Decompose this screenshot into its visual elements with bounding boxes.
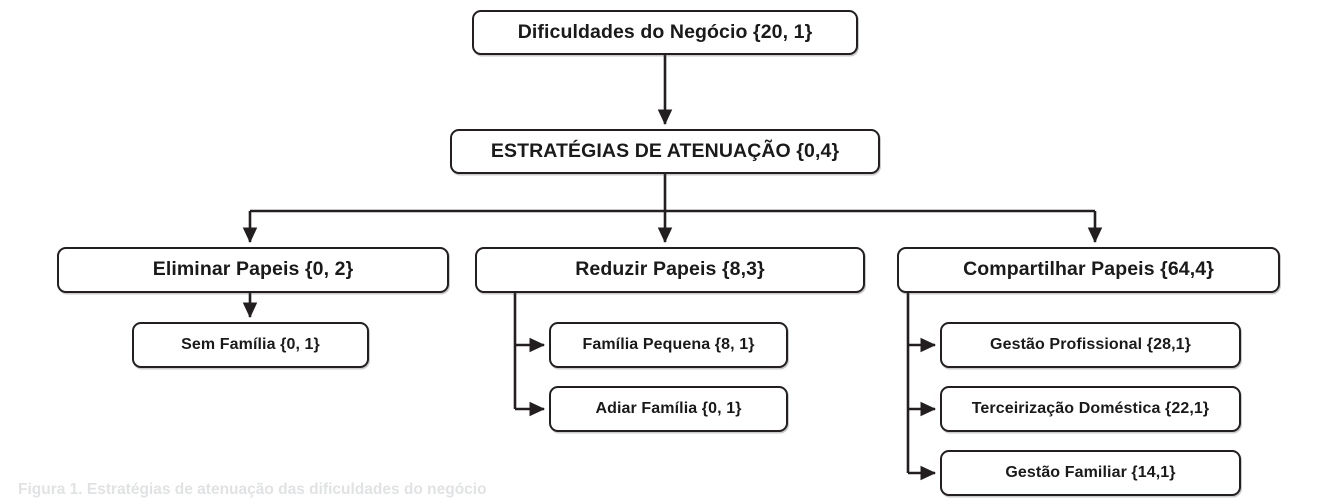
node-dificuldades-do-negocio: Dificuldades do Negócio {20, 1} (472, 10, 858, 55)
node-label: Terceirização Doméstica {22,1} (971, 400, 1210, 418)
node-reduzir-papeis: Reduzir Papeis {8,3} (475, 247, 865, 293)
node-label: Sem Família {0, 1} (181, 336, 320, 354)
node-label: Gestão Profissional {28,1} (990, 336, 1191, 354)
node-sem-familia: Sem Família {0, 1} (132, 322, 369, 368)
edge-reduzir-children (513, 293, 546, 417)
node-adiar-familia: Adiar Família {0, 1} (549, 386, 788, 432)
node-label: Eliminar Papeis {0, 2} (152, 258, 354, 281)
figure-caption: Figura 1. Estratégias de atenuação das d… (18, 481, 487, 498)
edge-compartilhar-children (906, 293, 937, 481)
node-compartilhar-papeis: Compartilhar Papeis {64,4} (897, 247, 1280, 293)
node-label: Família Pequena {8, 1} (582, 336, 755, 354)
node-label: Dificuldades do Negócio {20, 1} (517, 20, 813, 43)
node-label: Compartilhar Papeis {64,4} (963, 258, 1214, 281)
node-label: Gestão Familiar {14,1} (1005, 464, 1176, 482)
node-estrategias-de-atenuacao: ESTRATÉGIAS DE ATENUAÇÃO {0,4} (450, 129, 880, 174)
edge-estrategias-bus (242, 174, 1103, 244)
node-label: ESTRATÉGIAS DE ATENUAÇÃO {0,4} (490, 139, 840, 162)
node-gestao-profissional: Gestão Profissional {28,1} (940, 322, 1241, 368)
node-terceirizacao-domestica: Terceirização Doméstica {22,1} (940, 386, 1241, 432)
node-label: Adiar Família {0, 1} (595, 400, 742, 418)
node-familia-pequena: Família Pequena {8, 1} (549, 322, 788, 368)
node-label: Reduzir Papeis {8,3} (575, 258, 765, 281)
node-gestao-familiar: Gestão Familiar {14,1} (940, 450, 1241, 496)
node-eliminar-papeis: Eliminar Papeis {0, 2} (57, 247, 449, 293)
